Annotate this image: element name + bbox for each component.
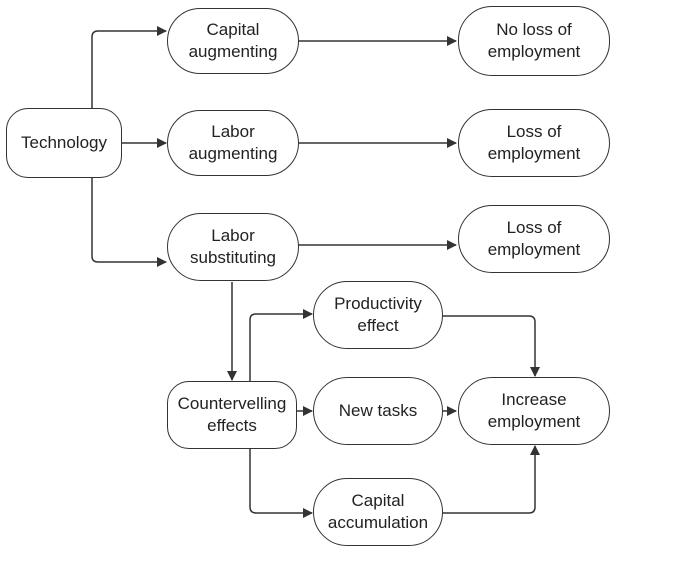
node-increase-employment: Increase employment [458, 377, 610, 445]
node-productivity-effect: Productivity effect [313, 281, 443, 349]
node-loss-of-employment-2: Loss of employment [458, 205, 610, 273]
arrow-technology-to-capital-augmenting [91, 26, 167, 108]
node-capital-accumulation: Capital accumulation [313, 478, 443, 546]
node-no-loss-of-employment: No loss of employment [458, 6, 610, 76]
node-labor-augmenting: Labor augmenting [167, 110, 299, 176]
node-countervailing-effects: Countervelling effects [167, 381, 297, 449]
node-capital-augmenting: Capital augmenting [167, 8, 299, 74]
arrow-countervailing-to-accumulation [249, 448, 313, 518]
arrow-technology-to-labor-substituting [91, 178, 167, 267]
node-loss-of-employment-1: Loss of employment [458, 109, 610, 177]
node-technology: Technology [6, 108, 122, 178]
node-labor-substituting: Labor substituting [167, 213, 299, 281]
arrow-accumulation-to-increase [442, 445, 540, 514]
arrow-productivity-to-increase [442, 315, 540, 377]
arrow-countervailing-to-productivity [249, 309, 313, 384]
node-new-tasks: New tasks [313, 377, 443, 445]
